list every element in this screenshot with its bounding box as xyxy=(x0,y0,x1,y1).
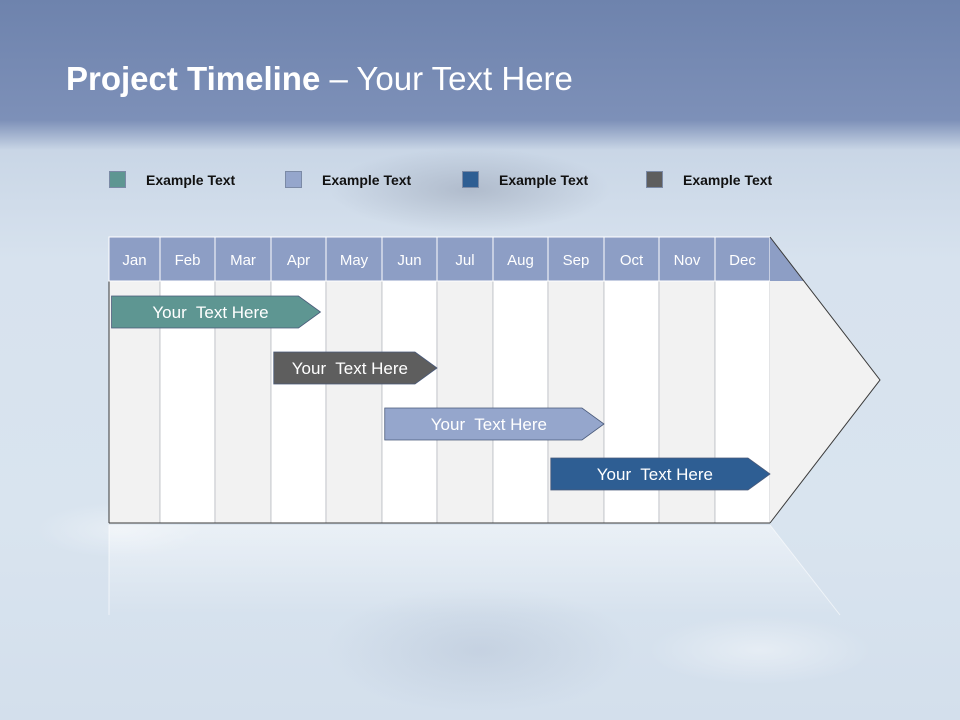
month-column-aug xyxy=(492,280,549,524)
month-column-may xyxy=(325,280,383,524)
task-bar-2 xyxy=(273,351,438,385)
task-bar-label-4: Your Text Here xyxy=(597,465,713,484)
reflection-shape xyxy=(109,525,840,615)
month-label-jun: Jun xyxy=(397,252,421,269)
legend-swatch-4 xyxy=(646,171,663,188)
legend-label-3: Example Text xyxy=(499,172,589,188)
month-header-cell-jun xyxy=(381,236,438,282)
task-bar-4 xyxy=(550,457,771,491)
task-bar-label-2: Your Text Here xyxy=(292,359,408,378)
month-column-jun xyxy=(381,280,438,524)
month-header-cell-oct xyxy=(603,236,660,282)
month-header-cell-mar xyxy=(214,236,272,282)
title-bold: Project Timeline xyxy=(66,60,321,97)
legend-swatch-1 xyxy=(109,171,126,188)
month-label-aug: Aug xyxy=(507,252,534,269)
legend-label-4: Example Text xyxy=(683,172,773,188)
reflection-diagonal xyxy=(769,524,841,616)
month-label-nov: Nov xyxy=(674,252,701,269)
legend-label-2: Example Text xyxy=(322,172,412,188)
arrow-head-outline xyxy=(769,236,881,524)
timeline-arrow-head xyxy=(769,236,881,524)
month-header-cell-aug xyxy=(492,236,549,282)
month-header-cell-apr xyxy=(270,236,327,282)
month-label-apr: Apr xyxy=(287,252,310,269)
month-label-dec: Dec xyxy=(729,252,756,269)
month-label-jul: Jul xyxy=(455,252,474,269)
month-header-cell-sep xyxy=(547,236,605,282)
month-label-sep: Sep xyxy=(563,252,590,269)
legend-swatch-2 xyxy=(285,171,302,188)
task-bar-label-1: Your Text Here xyxy=(152,303,268,322)
month-header: Jan Feb Mar Apr May Jun Jul Aug Sep Oct Nov Dec xyxy=(108,236,771,282)
month-label-mar: Mar xyxy=(230,252,256,269)
month-label-jan: Jan xyxy=(122,252,146,269)
page-title: Project Timeline – Your Text Here xyxy=(66,60,573,98)
month-label-feb: Feb xyxy=(175,252,201,269)
month-columns xyxy=(108,236,771,524)
month-header-cell-feb xyxy=(159,236,216,282)
title-rest: – Your Text Here xyxy=(320,60,573,97)
month-header-cell-jul xyxy=(436,236,494,282)
task-bar-1 xyxy=(111,295,322,329)
arrow-head-body xyxy=(770,237,880,523)
task-bar-label-3: Your Text Here xyxy=(431,415,547,434)
month-header-cell-jan xyxy=(108,236,161,282)
month-header-cell-may xyxy=(325,236,383,282)
legend-label-1: Example Text xyxy=(146,172,236,188)
month-label-may: May xyxy=(340,252,369,269)
timeline-reflection xyxy=(108,524,841,616)
month-label-oct: Oct xyxy=(620,252,644,269)
month-header-cell-dec xyxy=(714,236,771,282)
task-bar-3 xyxy=(384,407,605,441)
month-column-jul xyxy=(436,280,494,524)
legend-swatch-3 xyxy=(462,171,479,188)
